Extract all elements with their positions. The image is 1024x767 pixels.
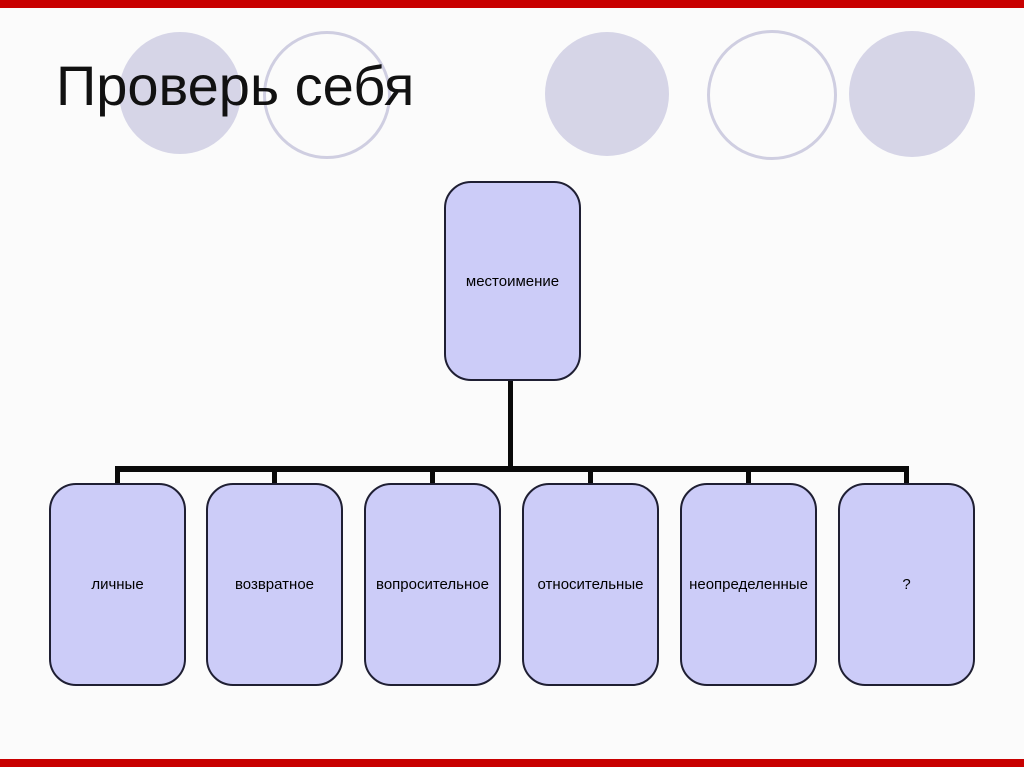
node-question-mark: ? (838, 483, 975, 686)
node-relative: относительные (522, 483, 659, 686)
connector-stub-3 (430, 469, 435, 484)
node-label: неопределенные (689, 576, 808, 593)
connector-stub-1 (115, 469, 120, 484)
node-indefinite: неопределенные (680, 483, 817, 686)
node-label: ? (902, 576, 911, 593)
decor-circle-filled-1 (119, 32, 241, 154)
connector-stub-6 (904, 469, 909, 484)
bottom-accent-bar (0, 759, 1024, 767)
connector-rail (115, 466, 909, 472)
node-label: вопросительное (376, 576, 489, 593)
node-reflexive: возвратное (206, 483, 343, 686)
decor-circle-filled-3 (849, 31, 975, 157)
decor-circle-outline-1 (263, 31, 391, 159)
node-personal: личные (49, 483, 186, 686)
node-label: относительные (537, 576, 644, 593)
connector-stub-2 (272, 469, 277, 484)
node-label: возвратное (234, 576, 314, 593)
node-pronoun-root: местоимение (444, 181, 581, 381)
connector-root-drop (508, 379, 513, 470)
node-interrogative: вопросительное (364, 483, 501, 686)
top-accent-bar (0, 0, 1024, 8)
decor-circle-outline-2 (707, 30, 837, 160)
decor-circle-filled-2 (545, 32, 669, 156)
connector-stub-5 (746, 469, 751, 484)
node-label: местоимение (465, 272, 560, 290)
slide-title: Проверь себя (56, 54, 415, 117)
node-label: личные (91, 576, 144, 593)
connector-stub-4 (588, 469, 593, 484)
